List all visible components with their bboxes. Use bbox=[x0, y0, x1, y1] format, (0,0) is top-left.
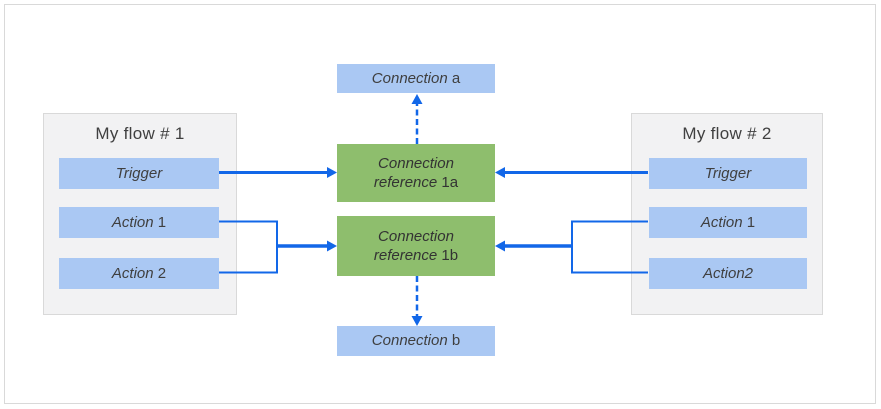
arrow-right-icon bbox=[327, 240, 337, 252]
connector-flow2-actions-elbow bbox=[495, 220, 648, 274]
connection-reference-1a-box: Connection reference 1a bbox=[337, 144, 495, 202]
connection-a-label: Connection bbox=[371, 70, 448, 87]
connector-ref1b-to-connection-b bbox=[411, 276, 423, 326]
connection-a-box: Connection a bbox=[337, 64, 495, 93]
connection-reference-1b-line2: reference 1b bbox=[373, 247, 459, 264]
flow2-action2-box: Action2 bbox=[649, 258, 807, 289]
flow1-trigger-label: Trigger bbox=[115, 165, 163, 182]
flow2-title: My flow # 2 bbox=[682, 124, 772, 143]
flow2-container: My flow # 2 Trigger Action 1 Action2 bbox=[631, 113, 823, 315]
flow2-trigger-label: Trigger bbox=[704, 165, 752, 182]
flow1-action1-label: Action bbox=[111, 214, 154, 231]
connection-b-box: Connection b bbox=[337, 326, 495, 356]
connection-reference-1b-line1: Connection bbox=[378, 228, 454, 245]
flow1-action2-box: Action 2 bbox=[59, 258, 219, 289]
connection-reference-1a-line2: reference 1a bbox=[373, 174, 459, 191]
flow1-action2-label: Action bbox=[111, 265, 154, 282]
arrow-up-icon bbox=[411, 94, 423, 104]
flow1-action2-label-suffix: 2 bbox=[153, 265, 167, 282]
flow2-action1-label-suffix: 1 bbox=[742, 214, 756, 231]
flow1-title: My flow # 1 bbox=[95, 124, 185, 143]
flow2-action2-label: Action2 bbox=[702, 265, 754, 282]
connector-flow2-trigger-to-ref1a bbox=[495, 167, 648, 178]
arrow-left-icon bbox=[495, 167, 505, 178]
flow1-action1-box: Action 1 bbox=[59, 207, 219, 238]
arrow-right-icon bbox=[327, 167, 337, 178]
connector-ref1a-to-connection-a bbox=[411, 94, 423, 144]
arrow-down-icon bbox=[411, 316, 423, 326]
connector-flow1-trigger-to-ref1a bbox=[218, 167, 337, 178]
flow1-container: My flow # 1 Trigger Action 1 Action 2 bbox=[43, 113, 237, 315]
flow2-action1-box: Action 1 bbox=[649, 207, 807, 238]
connection-reference-1a-line1: Connection bbox=[378, 155, 454, 172]
flow2-action1-label: Action bbox=[700, 214, 743, 231]
connection-b-label: Connection bbox=[371, 332, 448, 349]
connection-b-label-suffix: b bbox=[447, 332, 461, 349]
flow1-action1-label-suffix: 1 bbox=[153, 214, 167, 231]
arrow-left-icon bbox=[495, 240, 505, 252]
diagram-border-frame bbox=[4, 4, 876, 404]
connector-flow1-actions-elbow bbox=[218, 220, 337, 274]
connection-reference-1b-box: Connection reference 1b bbox=[337, 216, 495, 276]
connection-a-label-suffix: a bbox=[447, 70, 461, 87]
flow1-trigger-box: Trigger bbox=[59, 158, 219, 189]
flow2-trigger-box: Trigger bbox=[649, 158, 807, 189]
